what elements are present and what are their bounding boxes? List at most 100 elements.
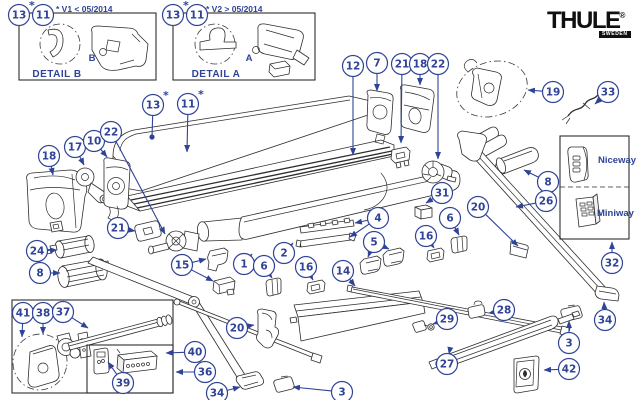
svg-text:38: 38 (36, 308, 51, 320)
svg-text:21: 21 (395, 59, 410, 71)
gear-adapter-left (148, 230, 200, 255)
detail-a-letter: A (246, 53, 253, 64)
svg-text:6: 6 (446, 213, 453, 225)
callout-41: 41 (11, 301, 35, 338)
svg-text:22: 22 (431, 59, 446, 71)
mounting-rail-lower (295, 232, 357, 248)
gear-adapter-right-22 (421, 160, 457, 184)
callout-4: 4 (349, 206, 390, 238)
callout-10: 10 (82, 129, 108, 158)
mounting-rail-upper (299, 217, 355, 234)
svg-text:18: 18 (42, 151, 57, 163)
callout-42: 42 (543, 357, 581, 381)
clip-6-right (450, 235, 468, 254)
callout-1: 1 (232, 252, 256, 276)
svg-text:39: 39 (116, 378, 131, 390)
callout-11: 11 (31, 3, 55, 27)
svg-text:13: 13 (12, 10, 27, 22)
bracket-right-21 (390, 146, 411, 169)
corner-bracket-5b (382, 247, 405, 267)
svg-text:8: 8 (544, 177, 551, 189)
bracket-15-upper (207, 247, 229, 272)
svg-text:22: 22 (104, 127, 119, 139)
foot-left (235, 371, 265, 390)
callout-16: 16 (294, 255, 318, 281)
svg-text:42: 42 (562, 364, 577, 376)
kit-inner-box (86, 344, 174, 394)
callout-32: 32 (600, 241, 624, 275)
callout-29: 29 (432, 307, 459, 331)
callout-7: 7 (365, 51, 389, 92)
callout-14: 14 (331, 259, 356, 287)
svg-text:7: 7 (373, 58, 380, 70)
callout-27: 27 (435, 346, 459, 376)
callout-34: 34 (205, 381, 241, 400)
detail-b-caption: DETAIL B (32, 69, 81, 80)
svg-text:11: 11 (36, 10, 51, 22)
endcap-part-a (252, 23, 310, 78)
callout-39: 39 (107, 361, 135, 395)
svg-text:*: * (183, 0, 189, 12)
svg-text:11: 11 (181, 99, 196, 111)
registered-mark: ® (619, 11, 626, 20)
svg-text:3: 3 (338, 387, 345, 399)
bracket-left (134, 220, 162, 242)
callout-19: 19 (527, 80, 565, 104)
svg-text:40: 40 (188, 347, 203, 359)
callout-5: 5 (362, 230, 390, 258)
miniway-remote (575, 193, 601, 228)
kit-motor-tube-37 (67, 314, 173, 351)
svg-text:15: 15 (175, 260, 190, 272)
callout-6: 6 (252, 254, 276, 279)
svg-text:19: 19 (546, 87, 561, 99)
detail-b-letter: B (89, 53, 96, 64)
motor-unit-19 (456, 59, 528, 118)
clip-6-left (265, 277, 282, 297)
svg-text:2: 2 (280, 248, 287, 260)
callout-36: 36 (175, 360, 217, 384)
callout-22: 22 (426, 52, 450, 160)
remote-panel: Niceway Miniway (559, 135, 637, 240)
motor-housing (103, 157, 131, 222)
brand-name: THULE (547, 7, 621, 34)
kit-remote-39 (93, 347, 110, 375)
callout-22: 22 (99, 120, 166, 235)
svg-text:*: * (163, 89, 169, 102)
roller-adapter-right-8 (495, 147, 539, 175)
svg-text:33: 33 (601, 87, 616, 99)
svg-text:24: 24 (30, 246, 45, 258)
svg-text:41: 41 (16, 308, 31, 320)
svg-text:16: 16 (299, 262, 314, 274)
clip-16-left (306, 279, 326, 295)
callout-20: 20 (225, 316, 255, 340)
brand-subtext: SWEDEN (599, 31, 631, 38)
callout-26: 26 (515, 189, 558, 213)
svg-text:16: 16 (419, 231, 434, 243)
svg-text:31: 31 (435, 188, 450, 200)
endcap-left (26, 169, 88, 233)
endcap-part-b (91, 25, 149, 71)
callout-34: 34 (593, 301, 617, 332)
crank-plate-42 (513, 355, 540, 394)
miniway-label: Miniway (597, 208, 635, 219)
endcover-right-18 (400, 84, 435, 133)
svg-text:21: 21 (111, 223, 126, 235)
rail-profile-a (199, 27, 237, 51)
detail-b-version: * V1 < 05/2014 (56, 4, 113, 14)
callout-13: 13* (7, 0, 35, 27)
svg-text:29: 29 (440, 314, 455, 326)
svg-text:34: 34 (210, 388, 225, 400)
svg-text:27: 27 (440, 359, 455, 371)
callout-33: 33 (594, 80, 620, 105)
svg-text:13: 13 (166, 10, 181, 22)
callout-40: 40 (165, 340, 207, 364)
callout-24: 24 (25, 239, 58, 263)
detail-box-b: DETAIL B * V1 < 05/2014 B (18, 4, 157, 81)
u-bracket-small (49, 220, 64, 233)
callout-11: 11* (176, 88, 204, 153)
detail-a-caption: DETAIL A (192, 69, 241, 80)
callout-37: 37 (51, 300, 89, 329)
